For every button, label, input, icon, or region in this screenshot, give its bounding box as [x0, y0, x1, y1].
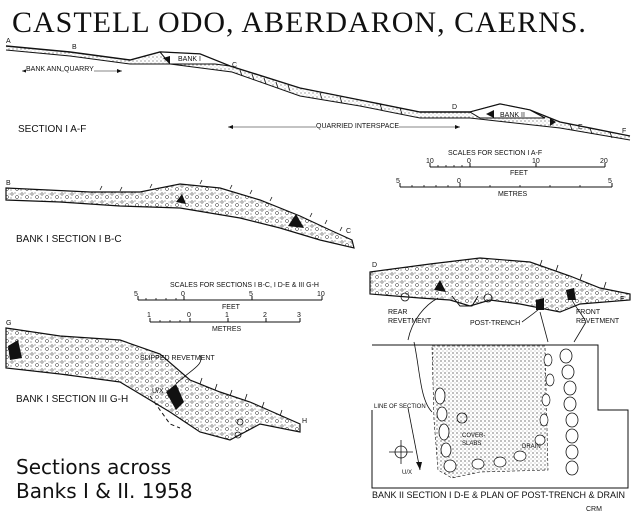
scale-1-bars — [399, 163, 613, 188]
scale1-metre-tick-2: 5 — [608, 178, 612, 185]
draughtsman-initials: CRM — [586, 506, 602, 513]
section1-quarried-interspace: QUARRIED INTERSPACE — [316, 123, 400, 130]
scale2-metre-tick-4: 3 — [297, 312, 301, 319]
bank1-bc-point-b: B — [6, 180, 11, 187]
bank2-rear-revetment: REAR REVETMENT — [388, 309, 432, 325]
bank-2-plan — [371, 344, 629, 489]
section1-point-f: F — [622, 128, 627, 135]
bank2-point-e: E — [620, 296, 625, 303]
scale2-metre-tick-2: 1 — [225, 312, 229, 319]
scale1-metre-tick-0: 5 — [396, 178, 400, 185]
section1-point-b: B — [72, 44, 77, 51]
bank1-gh-point-h: H — [302, 418, 308, 425]
bank1-gh-ux: U/X — [152, 388, 164, 395]
scale1-title: SCALES FOR SECTION I A-F — [448, 150, 543, 157]
bank2-ux: U/X — [402, 470, 413, 476]
scale1-feet-tick-1: 0 — [467, 158, 471, 165]
bank1-gh-slipped-revetment: SLIPPED REVETMENT — [140, 355, 215, 362]
scale2-feet-tick-3: 10 — [317, 291, 325, 298]
scale2-feet-tick-2: 5 — [249, 291, 253, 298]
section1-point-e: E — [578, 124, 583, 131]
bank1-bc-point-c: C — [346, 228, 352, 235]
scale2-title: SCALES FOR SECTIONS I B-C, I D-E & III G… — [170, 282, 319, 289]
section1-bank-ann: BANK ANN — [26, 66, 62, 73]
bank1-bc-title: BANK I SECTION I B-C — [16, 234, 122, 245]
scale2-metre-tick-0: 1 — [147, 312, 151, 319]
bank1-gh-title: BANK I SECTION III G-H — [16, 394, 129, 405]
caption-line-1: Sections across — [16, 455, 172, 479]
bank2-cover-slabs: COVER-SLABS — [462, 433, 486, 447]
section1-title: SECTION I A-F — [18, 124, 87, 135]
scale1-feet-tick-2: 10 — [532, 158, 540, 165]
scale2-feet-label: FEET — [222, 304, 240, 311]
scale2-metre-tick-1: 0 — [187, 312, 191, 319]
scale1-feet-label: FEET — [510, 170, 528, 177]
bank2-line-of-section: LINE OF SECTION — [374, 404, 426, 410]
scale2-metres-label: METRES — [212, 326, 242, 333]
scale1-feet-tick-3: 20 — [600, 158, 608, 165]
scale1-metre-tick-1: 0 — [457, 178, 461, 185]
section1-point-a: A — [6, 38, 11, 45]
section1-bank2-label: BANK II — [500, 112, 525, 119]
sheet-title: CASTELL ODO, ABERDARON, CAERNS. — [12, 6, 587, 39]
bank1-gh-point-g: G — [6, 320, 12, 327]
scale-2-bars — [137, 296, 323, 323]
scale2-metre-tick-3: 2 — [263, 312, 267, 319]
caption-line-2: Banks I & II. 1958 — [16, 479, 193, 503]
bank-1-gh-profile — [5, 327, 301, 441]
section1-bank1-label: BANK I — [178, 56, 201, 63]
bank2-point-d: D — [372, 262, 378, 269]
scale2-feet-tick-0: 5 — [134, 291, 138, 298]
section-1-profile — [5, 45, 631, 141]
scale1-metres-label: METRES — [498, 191, 528, 198]
bank2-drain: DRAIN — [522, 444, 541, 450]
bank2-title: BANK II SECTION I D-E & PLAN OF POST-TRE… — [372, 490, 626, 500]
scale2-feet-tick-1: 0 — [181, 291, 185, 298]
section1-quarry: QUARRY — [64, 66, 94, 73]
bank2-front-revetment: FRONT REVETMENT — [576, 309, 620, 325]
scale1-feet-tick-0: 10 — [426, 158, 434, 165]
section1-point-c: C — [232, 62, 238, 69]
bank-2-de-profile — [369, 257, 631, 413]
bank-1-bc-profile — [5, 179, 355, 249]
section1-point-d: D — [452, 104, 458, 111]
bank2-post-trench: POST-TRENCH — [470, 320, 521, 327]
